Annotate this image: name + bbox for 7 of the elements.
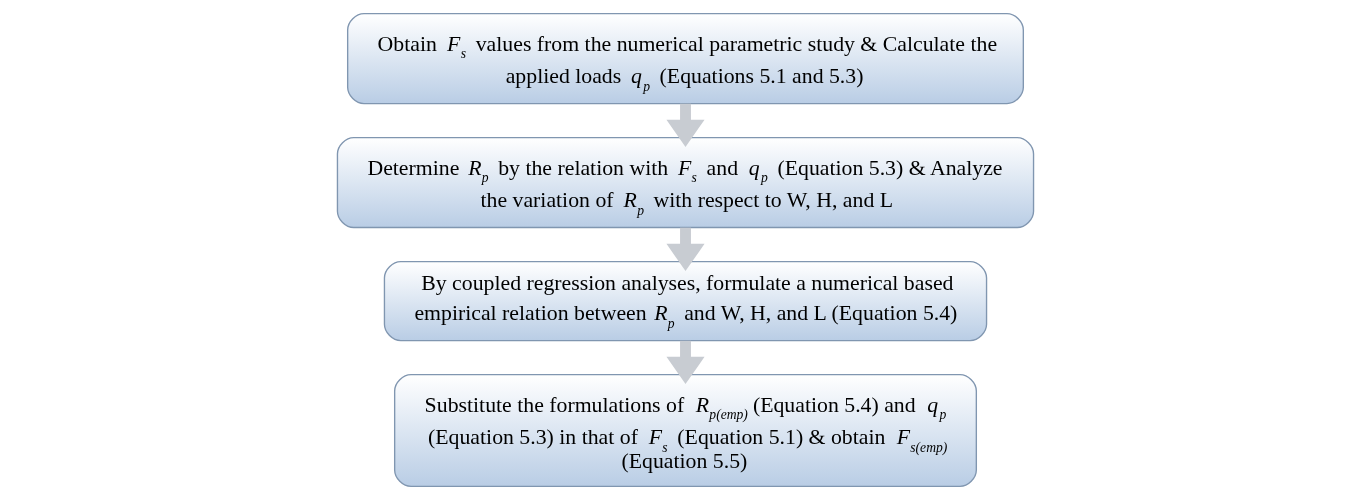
arrow [666, 340, 705, 385]
node-box: Obtain F$_{s}$ values from the numerical parametric study & Calculate the applied loads q$_{p}$ (Equations 5.1 and 5.3) [347, 12, 1024, 105]
arrow [666, 103, 705, 147]
arrow [666, 227, 705, 272]
node-box: By coupled regression analyses, formulate a numerical based empirical relation between R$_{p}$ and W, H, and L (Equation 5.4) [383, 260, 988, 342]
node-box: Determine R$_{p}$ by the relation with F$_{s}$ and q$_{p}$ (Equation 5.3) & Analyze the variation of R$_{p}$ with respect to W, H, and L [336, 136, 1035, 229]
node-box: Substitute the formulations of R$_{p(emp)}$ (Equation 5.4) and q$_{p}$ (Equation 5.3) in that of F$_{s}$ (Equation 5.1) & obtain F$_{s(emp)}$ (Equation 5.5) [394, 373, 977, 488]
